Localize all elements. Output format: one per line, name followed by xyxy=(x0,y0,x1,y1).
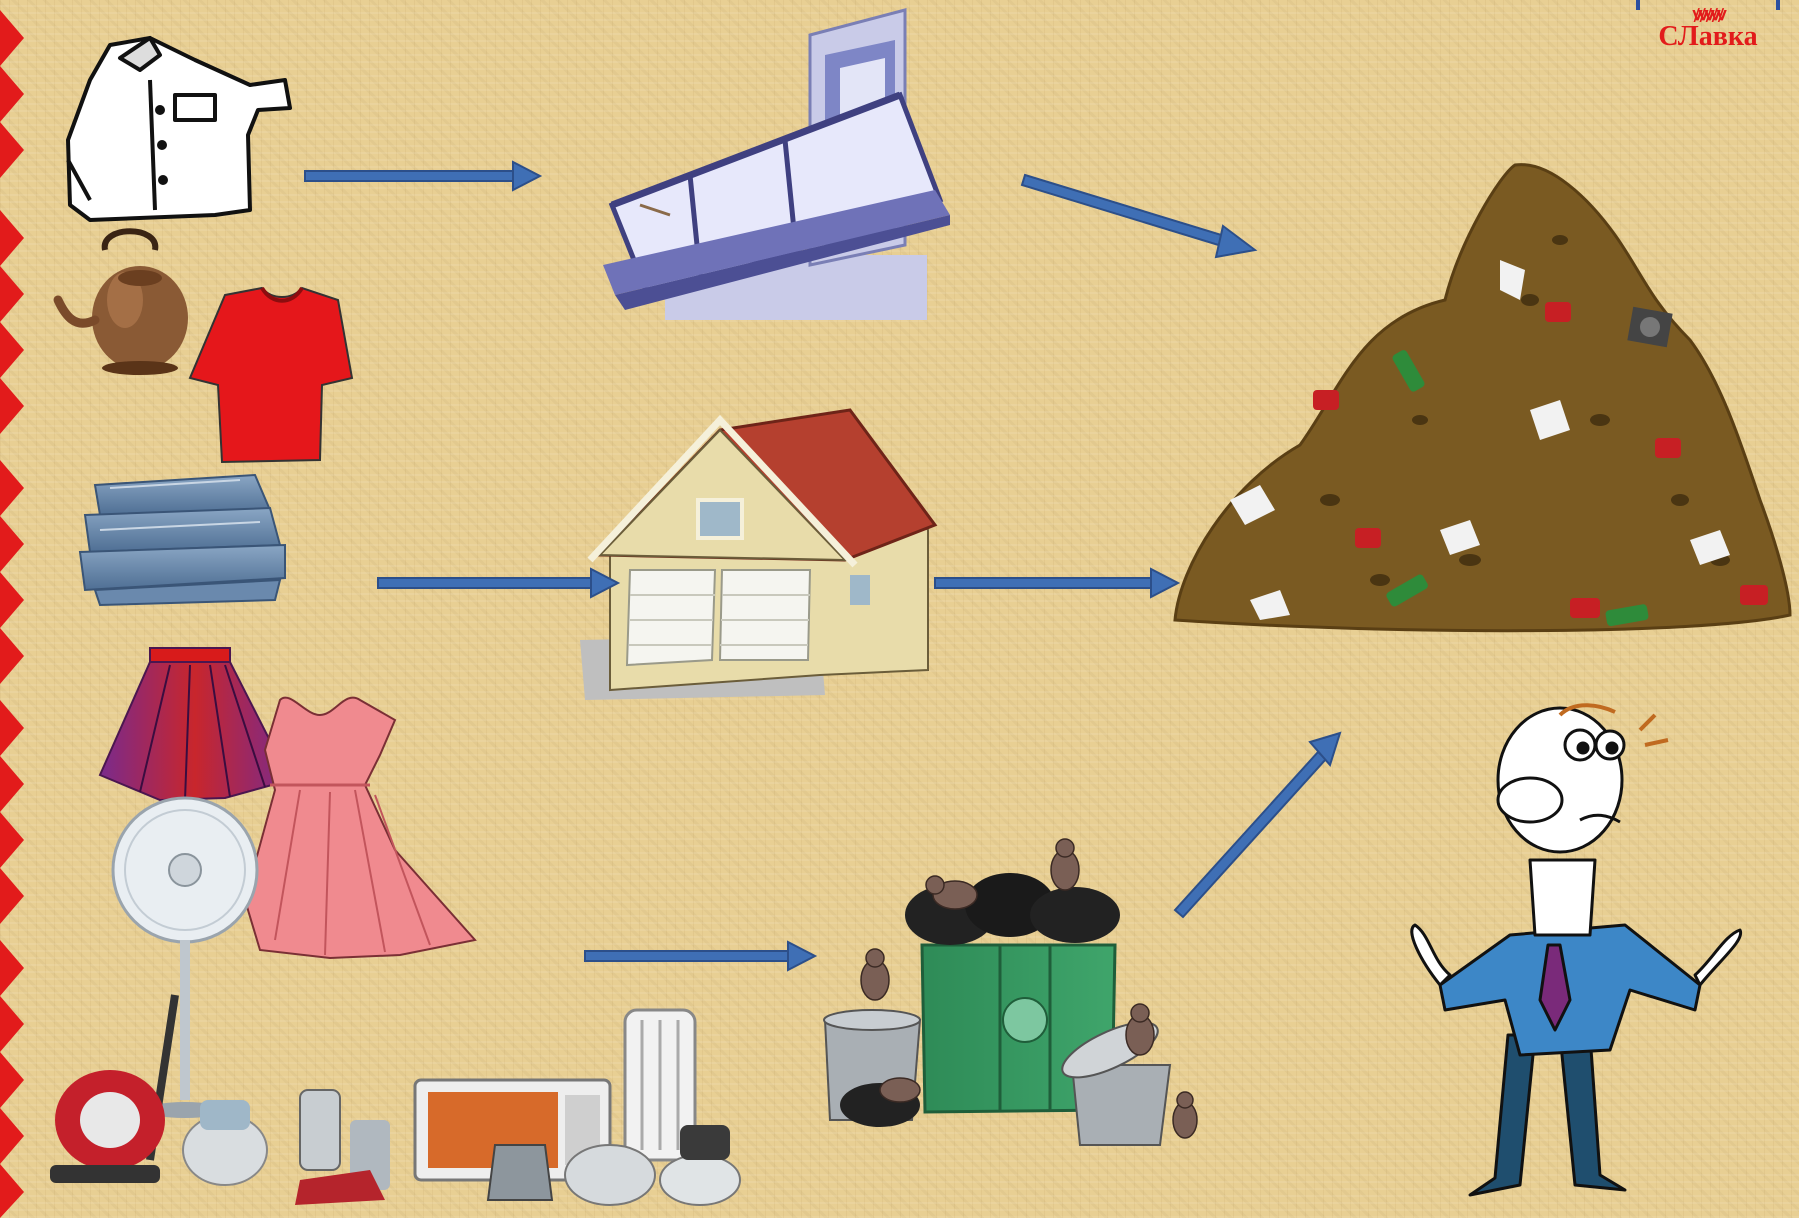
copper-kettle-icon xyxy=(53,228,188,375)
pink-dress-icon xyxy=(243,696,477,960)
rat-icon xyxy=(860,838,1198,1139)
garbage-heap-icon xyxy=(1173,163,1792,633)
arrow-balcony-to-heap xyxy=(1020,173,1258,259)
logo: ꝟꝟꝟꝟꝟ СЛавка xyxy=(1628,0,1788,52)
jeans-stack-icon xyxy=(78,473,286,607)
arrow-items-to-container xyxy=(584,940,818,972)
trash-container-icon xyxy=(823,873,1172,1146)
electric-fan-icon xyxy=(111,796,259,1118)
logo-bracket-left xyxy=(1636,0,1640,10)
arrow-items-to-garage xyxy=(377,567,621,599)
red-tshirt-icon xyxy=(188,286,354,464)
logo-crown: ꝟꝟꝟꝟꝟ xyxy=(1692,4,1726,24)
arrow-items-to-balcony xyxy=(304,160,543,192)
arrow-garage-to-heap xyxy=(934,567,1181,599)
skirt-icon xyxy=(98,647,292,802)
confused-man-icon xyxy=(1410,703,1743,1197)
white-shirt-icon xyxy=(66,36,292,222)
home-appliances-icon xyxy=(50,994,741,1206)
arrows xyxy=(304,160,1342,972)
arrow-container-to-heap xyxy=(1173,731,1342,919)
logo-text: СЛавка xyxy=(1658,21,1758,52)
garage-house-icon xyxy=(580,408,938,700)
balcony-icon xyxy=(603,8,950,320)
logo-bracket-right xyxy=(1776,0,1780,10)
zigzag-border xyxy=(0,10,24,1218)
clothes-and-appliances xyxy=(50,36,741,1206)
